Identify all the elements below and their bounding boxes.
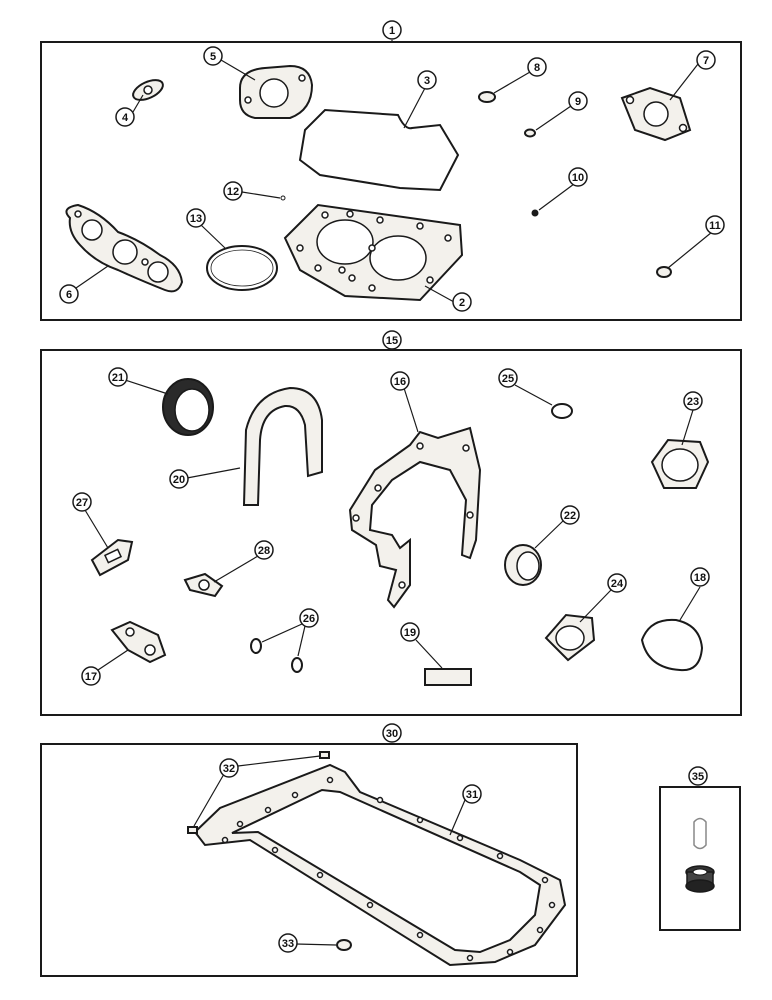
callout-17: 17 (85, 671, 97, 683)
callout-9: 9 (575, 96, 581, 108)
part-7-flange-gasket (620, 86, 692, 142)
panel-oil-pan-gasket-kit: 30 32 31 (40, 723, 578, 977)
part-4-flange-washer (132, 79, 164, 101)
part-11-washer (656, 266, 672, 278)
part-3-rocker-cover-gasket (298, 108, 460, 192)
part-27-gasket (90, 538, 134, 577)
callout-2: 2 (459, 297, 465, 309)
part-32-seal-b (187, 826, 198, 834)
callout-33: 33 (282, 938, 294, 950)
panel-15-callout-circle (382, 330, 402, 350)
callout-27: 27 (76, 497, 88, 509)
panel-lower-gasket-kit: 15 (40, 330, 742, 716)
panel-1-callout-circle (382, 20, 402, 40)
part-28-gasket (183, 572, 224, 598)
part-35-clip (693, 817, 707, 850)
part-10-seal-ball (531, 209, 539, 217)
callout-16: 16 (394, 376, 406, 388)
part-19-plate-gasket (424, 668, 472, 686)
callout-28: 28 (258, 545, 270, 557)
part-24-flange-gasket (544, 613, 596, 662)
callout-13: 13 (190, 213, 202, 225)
callout-32: 32 (223, 763, 235, 775)
panel-frame-35 (659, 786, 741, 931)
panel-1-number: 1 (389, 25, 395, 37)
callout-12: 12 (227, 186, 239, 198)
callout-20: 20 (173, 474, 185, 486)
part-31-oil-pan-gasket (193, 763, 567, 967)
callout-10: 10 (572, 172, 584, 184)
part-21-oil-seal (162, 378, 214, 436)
part-33-washer (336, 939, 352, 951)
panel-35-number: 35 (692, 771, 704, 783)
part-26-o-ring-a (250, 638, 262, 654)
callout-23: 23 (687, 396, 699, 408)
callout-26: 26 (303, 613, 315, 625)
part-26-o-ring-b (291, 657, 303, 673)
part-20-timing-cover-gasket (242, 386, 323, 506)
callout-6: 6 (66, 289, 72, 301)
callout-11: 11 (709, 220, 721, 232)
callout-19: 19 (404, 627, 416, 639)
part-18-cover-gasket (640, 618, 704, 672)
part-6-manifold-gasket (65, 203, 184, 293)
part-22-seal (504, 544, 542, 586)
part-16-timing-case-gasket (348, 426, 482, 609)
part-8-washer (478, 91, 496, 103)
part-5-flange-gasket (239, 64, 314, 119)
part-2-cylinder-head-gasket (283, 203, 464, 302)
part-17-gasket (110, 620, 167, 664)
callout-31: 31 (466, 789, 478, 801)
panel-small-parts-kit: 35 (659, 766, 741, 931)
callout-24: 24 (611, 578, 624, 590)
part-9-washer (524, 128, 536, 138)
panel-30-callout-circle (382, 723, 402, 743)
callout-22: 22 (564, 510, 576, 522)
part-23-flange-gasket (650, 438, 710, 489)
part-25-o-ring (551, 403, 573, 419)
panel-15-number: 15 (386, 335, 398, 347)
callout-21: 21 (112, 372, 124, 384)
callout-3: 3 (424, 75, 430, 87)
callout-7: 7 (703, 55, 709, 67)
panel-30-number: 30 (386, 728, 398, 740)
part-12-small-seal (280, 195, 286, 201)
part-32-seal-a (319, 751, 330, 759)
callout-18: 18 (694, 572, 706, 584)
panel-35-callout-circle (688, 766, 708, 786)
callout-5: 5 (210, 51, 216, 63)
callout-8: 8 (534, 62, 540, 74)
callout-4: 4 (122, 112, 129, 124)
part-35-grommet (685, 865, 715, 893)
part-13-o-ring (206, 245, 278, 291)
panel-upper-gasket-kit: 1 (40, 20, 742, 321)
callout-25: 25 (502, 373, 514, 385)
